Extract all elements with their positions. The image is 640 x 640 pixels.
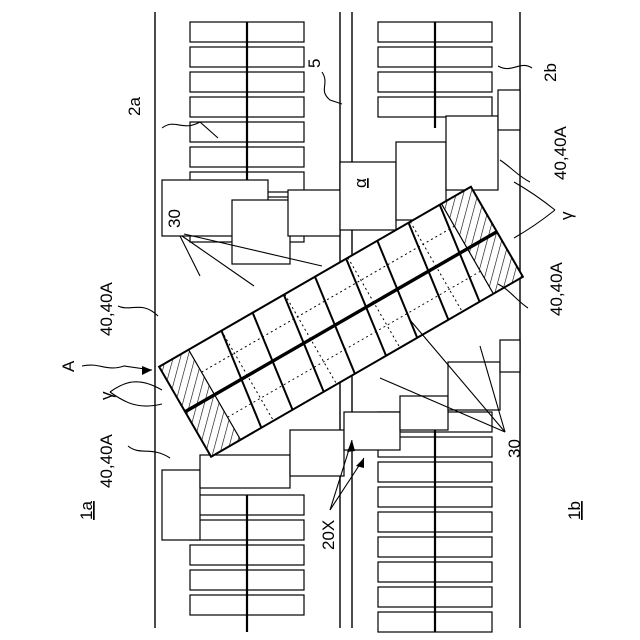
step-block bbox=[232, 200, 290, 264]
step-block bbox=[446, 116, 498, 190]
label-alpha: α bbox=[351, 178, 370, 188]
label-2b: 2b bbox=[541, 63, 560, 82]
label-A: A bbox=[59, 360, 78, 372]
label-1a: 1a bbox=[77, 501, 96, 520]
label-40-bottom-right: 40,40A bbox=[547, 261, 566, 316]
step-block bbox=[290, 430, 344, 476]
step-block bbox=[400, 396, 448, 430]
step-block bbox=[288, 190, 340, 236]
label-20x: 20X bbox=[319, 520, 338, 550]
label-1b: 1b bbox=[565, 501, 584, 520]
label-30-top: 30 bbox=[165, 209, 184, 228]
label-30-bottom: 30 bbox=[505, 439, 524, 458]
step-block bbox=[162, 470, 200, 540]
label-40-top-left: 40,40A bbox=[97, 281, 116, 336]
label-40-bottom-left: 40,40A bbox=[97, 433, 116, 488]
label-40-top-right: 40,40A bbox=[551, 125, 570, 180]
step-block bbox=[200, 455, 290, 488]
step-block bbox=[340, 162, 396, 230]
step-block bbox=[500, 340, 520, 372]
label-gamma-right: γ bbox=[557, 211, 576, 220]
step-block bbox=[498, 90, 520, 130]
label-5: 5 bbox=[305, 59, 324, 68]
label-gamma-left: γ bbox=[97, 391, 116, 400]
label-2a: 2a bbox=[125, 97, 144, 116]
